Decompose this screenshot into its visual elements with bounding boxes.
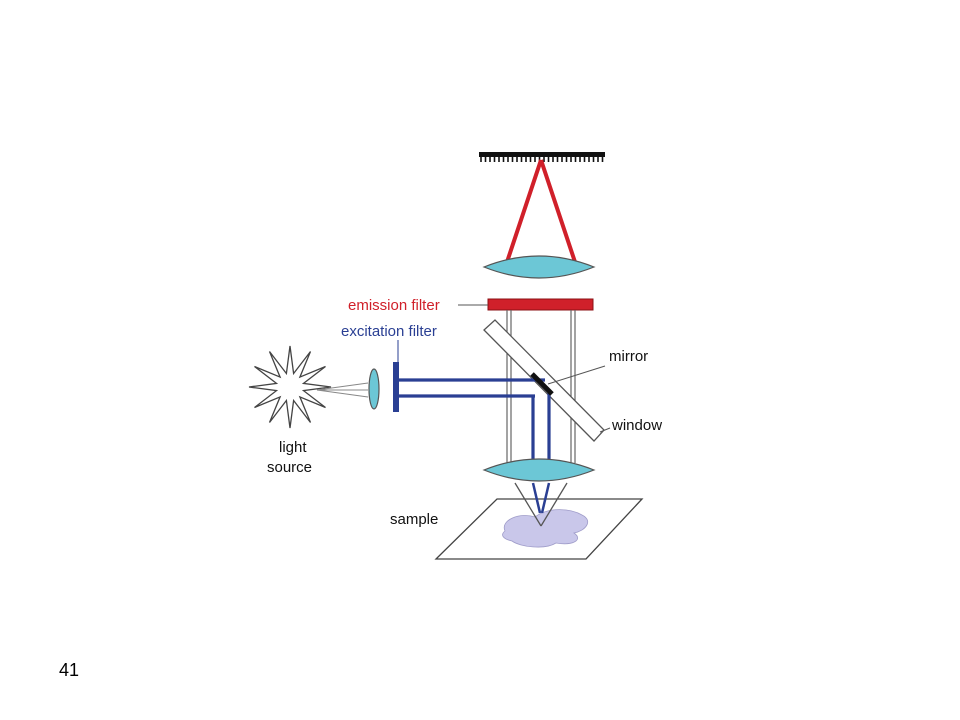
dichroic-mirror	[530, 372, 554, 396]
excitation-focus	[531, 482, 551, 514]
emission-filter	[487, 298, 594, 311]
emission-light-path	[505, 159, 577, 263]
light-source-star	[248, 345, 332, 429]
window-leader	[599, 427, 611, 433]
label-sample: sample	[390, 511, 438, 528]
mirror-leader	[547, 365, 606, 385]
page-number: 41	[59, 660, 80, 680]
source-rays	[316, 382, 369, 398]
label-emission-filter: emission filter	[348, 297, 440, 314]
lower-lens	[482, 458, 596, 482]
label-mirror: mirror	[609, 348, 648, 365]
source-lens	[368, 368, 380, 410]
label-light-source-line2: source	[267, 459, 312, 476]
excitation-beam-horizontal	[399, 378, 545, 398]
excitation-beam-vertical	[531, 393, 551, 463]
excitation-filter	[393, 362, 399, 412]
upper-lens	[482, 255, 596, 279]
label-light-source-line1: light	[279, 439, 307, 456]
focus-cone	[514, 482, 568, 527]
label-window: window	[611, 417, 662, 434]
label-excitation-filter: excitation filter	[341, 323, 437, 340]
